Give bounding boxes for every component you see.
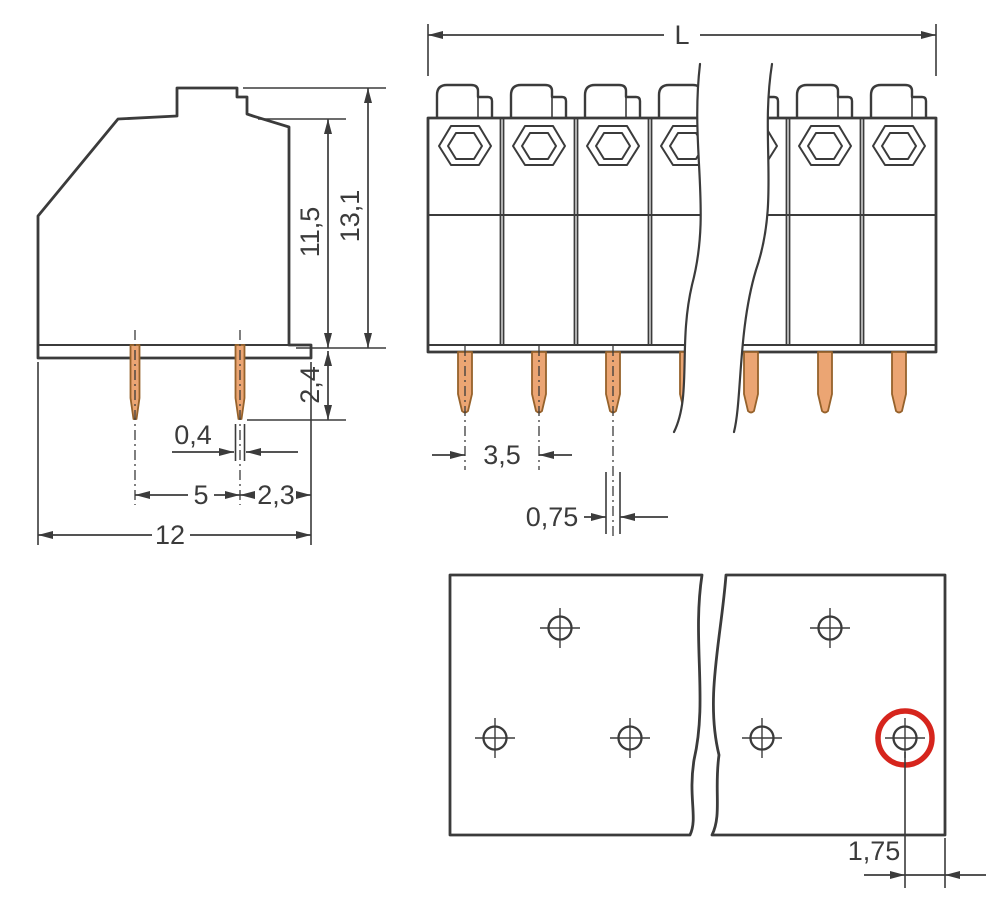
- solder-pins-front: [457, 351, 907, 414]
- dim-pin-width: 0,4: [174, 420, 212, 450]
- dim-hole-to-edge: 1,75: [848, 836, 901, 866]
- dim-front-pin-width: 0,75: [526, 502, 579, 532]
- pcb-plate-right: [710, 573, 947, 837]
- break-line-left: [672, 62, 702, 434]
- pcb-plate-left: [448, 573, 704, 837]
- dim-pin-to-edge: 2,3: [257, 480, 295, 510]
- solder-pin-left: [129, 344, 141, 420]
- drill-plan-view: 1,75: [448, 573, 986, 888]
- break-mask: [674, 64, 772, 432]
- drill-hole: [742, 718, 782, 758]
- break-line-right: [732, 62, 774, 434]
- drill-hole: [610, 718, 650, 758]
- drill-hole: [810, 608, 850, 648]
- solder-pin-right: [234, 344, 246, 420]
- dim-pin-pitch: 5: [193, 480, 208, 510]
- dim-overall-length: L: [674, 20, 689, 50]
- pole-dividers: [499, 118, 865, 345]
- drill-hole: [540, 608, 580, 648]
- dim-total-height: 13,1: [335, 190, 365, 243]
- drill-hole-highlighted: [885, 718, 925, 758]
- dim-overall-width: 12: [155, 520, 185, 550]
- housing-side-profile: [36, 86, 313, 360]
- dim-pin-length: 2,4: [295, 366, 325, 404]
- drill-hole: [475, 718, 515, 758]
- clamp-levers: [435, 83, 928, 118]
- dim-body-height: 11,5: [295, 207, 325, 258]
- side-view: 11,5 13,1 2,4 0,4 5 2,3 12: [36, 86, 386, 550]
- drill-holes: [475, 608, 925, 758]
- front-view: L: [426, 20, 938, 540]
- dim-pin-spacing: 3,5: [483, 440, 521, 470]
